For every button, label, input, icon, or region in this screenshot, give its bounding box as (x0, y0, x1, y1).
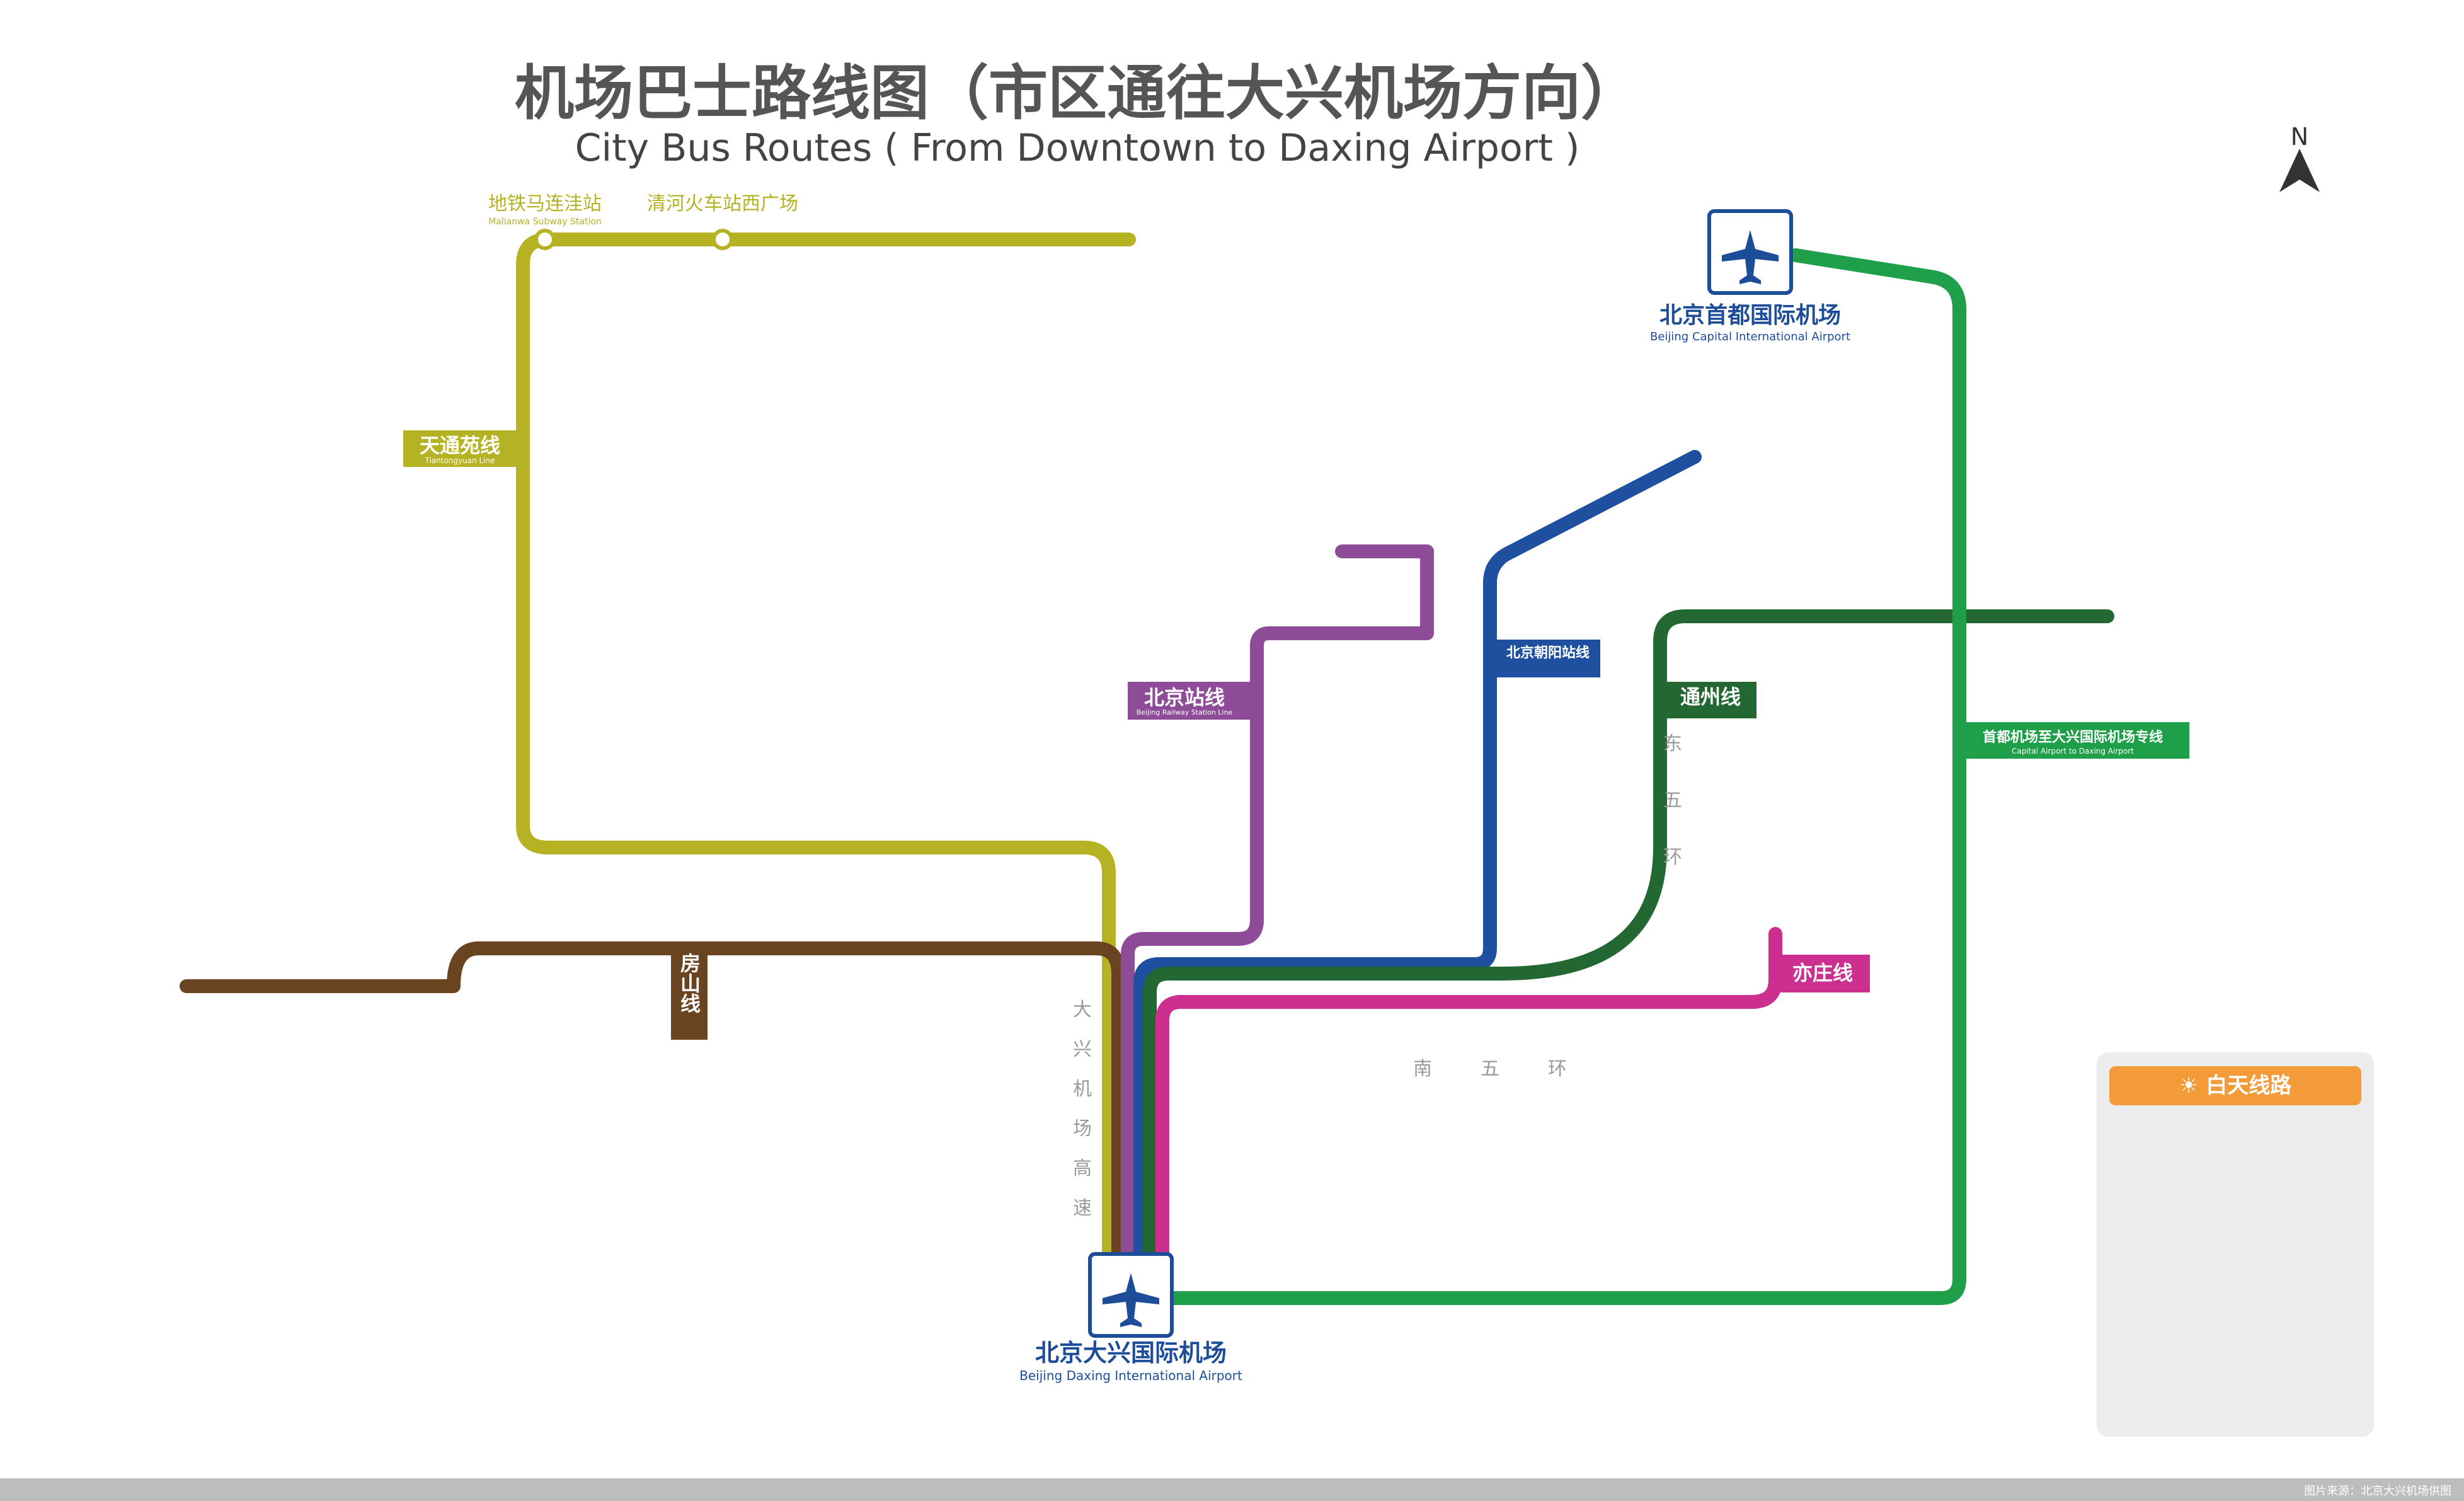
road-label-south-5th-ring: 南 五 环 (1413, 1058, 1567, 1080)
route-tongzhou (1143, 609, 2114, 1274)
svg-text:Malianwa Subway Station: Malianwa Subway Station (488, 217, 602, 227)
svg-text:北京站线: 北京站线 (1144, 686, 1225, 710)
svg-text:东: 东 (1663, 733, 1682, 755)
footer-credit: 图片来源：北京大兴机场供图 (2304, 1485, 2451, 1498)
legend-title: ☀白天线路 (2109, 1066, 2361, 1105)
svg-text:北京大兴国际机场: 北京大兴国际机场 (1035, 1339, 1227, 1367)
svg-text:兴: 兴 (1073, 1038, 1092, 1061)
svg-text:速: 速 (1073, 1197, 1092, 1219)
north-arrow-icon: N (2279, 123, 2320, 192)
svg-text:Tiantongyuan Line: Tiantongyuan Line (424, 456, 495, 465)
line-tag-yizhuang: 亦庄线 (1775, 955, 1870, 992)
svg-text:Beijing Railway Station Line: Beijing Railway Station Line (1137, 708, 1233, 716)
sun-icon: ☀ (2179, 1073, 2199, 1098)
airport-capital: 北京首都国际机场 Beijing Capital International A… (1650, 209, 1850, 343)
legend-panel: ☀白天线路 (2097, 1052, 2374, 1437)
svg-text:天通苑线: 天通苑线 (420, 434, 500, 457)
line-tag-beijingzhan: 北京站线 Beijing Railway Station Line (1128, 682, 1260, 720)
svg-text:机: 机 (1073, 1078, 1092, 1100)
line-tag-fangshan: 房山线 (671, 950, 708, 1040)
route-fangshan (180, 941, 1125, 1274)
svg-text:五: 五 (1663, 790, 1682, 812)
svg-text:高: 高 (1073, 1158, 1092, 1180)
road-label-daxing-expressway: 大 兴 机 场 高 速 (1073, 999, 1092, 1219)
line-tag-chaoyang: 北京朝阳站线 (1496, 640, 1600, 677)
svg-text:N: N (2291, 123, 2308, 151)
line-tag-tongzhou: 通州线 (1665, 682, 1756, 718)
page-title-en: City Bus Routes ( From Downtown to Daxin… (575, 126, 1580, 170)
page-title-cn: 机场巴士路线图（市区通往大兴机场方向） (515, 59, 1640, 128)
svg-text:通州线: 通州线 (1680, 685, 1741, 709)
svg-text:南: 南 (1413, 1058, 1432, 1080)
route-capital-express (1152, 248, 1966, 1305)
line-tag-tiantongyuan: 天通苑线 Tiantongyuan Line (403, 430, 517, 467)
station-malianwa: 地铁马连洼站 Malianwa Subway Station (488, 193, 602, 250)
svg-text:房山线: 房山线 (677, 953, 701, 1013)
route-chaoyang (1133, 450, 1702, 1274)
svg-text:清河火车站西广场: 清河火车站西广场 (647, 193, 798, 215)
airport-daxing: 北京大兴国际机场 Beijing Daxing International Ai… (1019, 1252, 1242, 1383)
svg-text:环: 环 (1663, 846, 1682, 868)
svg-text:地铁马连洼站: 地铁马连洼站 (488, 193, 602, 215)
road-label-east-5th-ring: 东 五 环 (1663, 733, 1682, 868)
footer-bar: 图片来源：北京大兴机场供图 (0, 1478, 2464, 1501)
svg-text:亦庄线: 亦庄线 (1792, 961, 1853, 985)
svg-text:首都机场至大兴国际机场专线: 首都机场至大兴国际机场专线 (1983, 729, 2163, 745)
svg-text:北京首都国际机场: 北京首都国际机场 (1659, 302, 1841, 328)
svg-text:五: 五 (1481, 1058, 1499, 1080)
line-tag-capital-express: 首都机场至大兴国际机场专线 Capital Airport to Daxing … (1963, 722, 2189, 759)
svg-text:Beijing Capital International: Beijing Capital International Airport (1650, 330, 1850, 343)
svg-text:场: 场 (1073, 1118, 1092, 1140)
route-yizhuang (1155, 927, 1782, 1274)
svg-text:Capital Airport to Daxing Airp: Capital Airport to Daxing Airport (2012, 747, 2134, 756)
svg-text:大: 大 (1073, 999, 1092, 1021)
svg-text:环: 环 (1548, 1058, 1567, 1080)
svg-text:北京朝阳站线: 北京朝阳站线 (1506, 645, 1590, 661)
route-tiantongyuan (516, 233, 1136, 1274)
route-beijingzhan (1121, 544, 1434, 1274)
station-qinghe: 清河火车站西广场 (647, 193, 798, 250)
svg-text:Beijing Daxing International A: Beijing Daxing International Airport (1019, 1368, 1242, 1383)
